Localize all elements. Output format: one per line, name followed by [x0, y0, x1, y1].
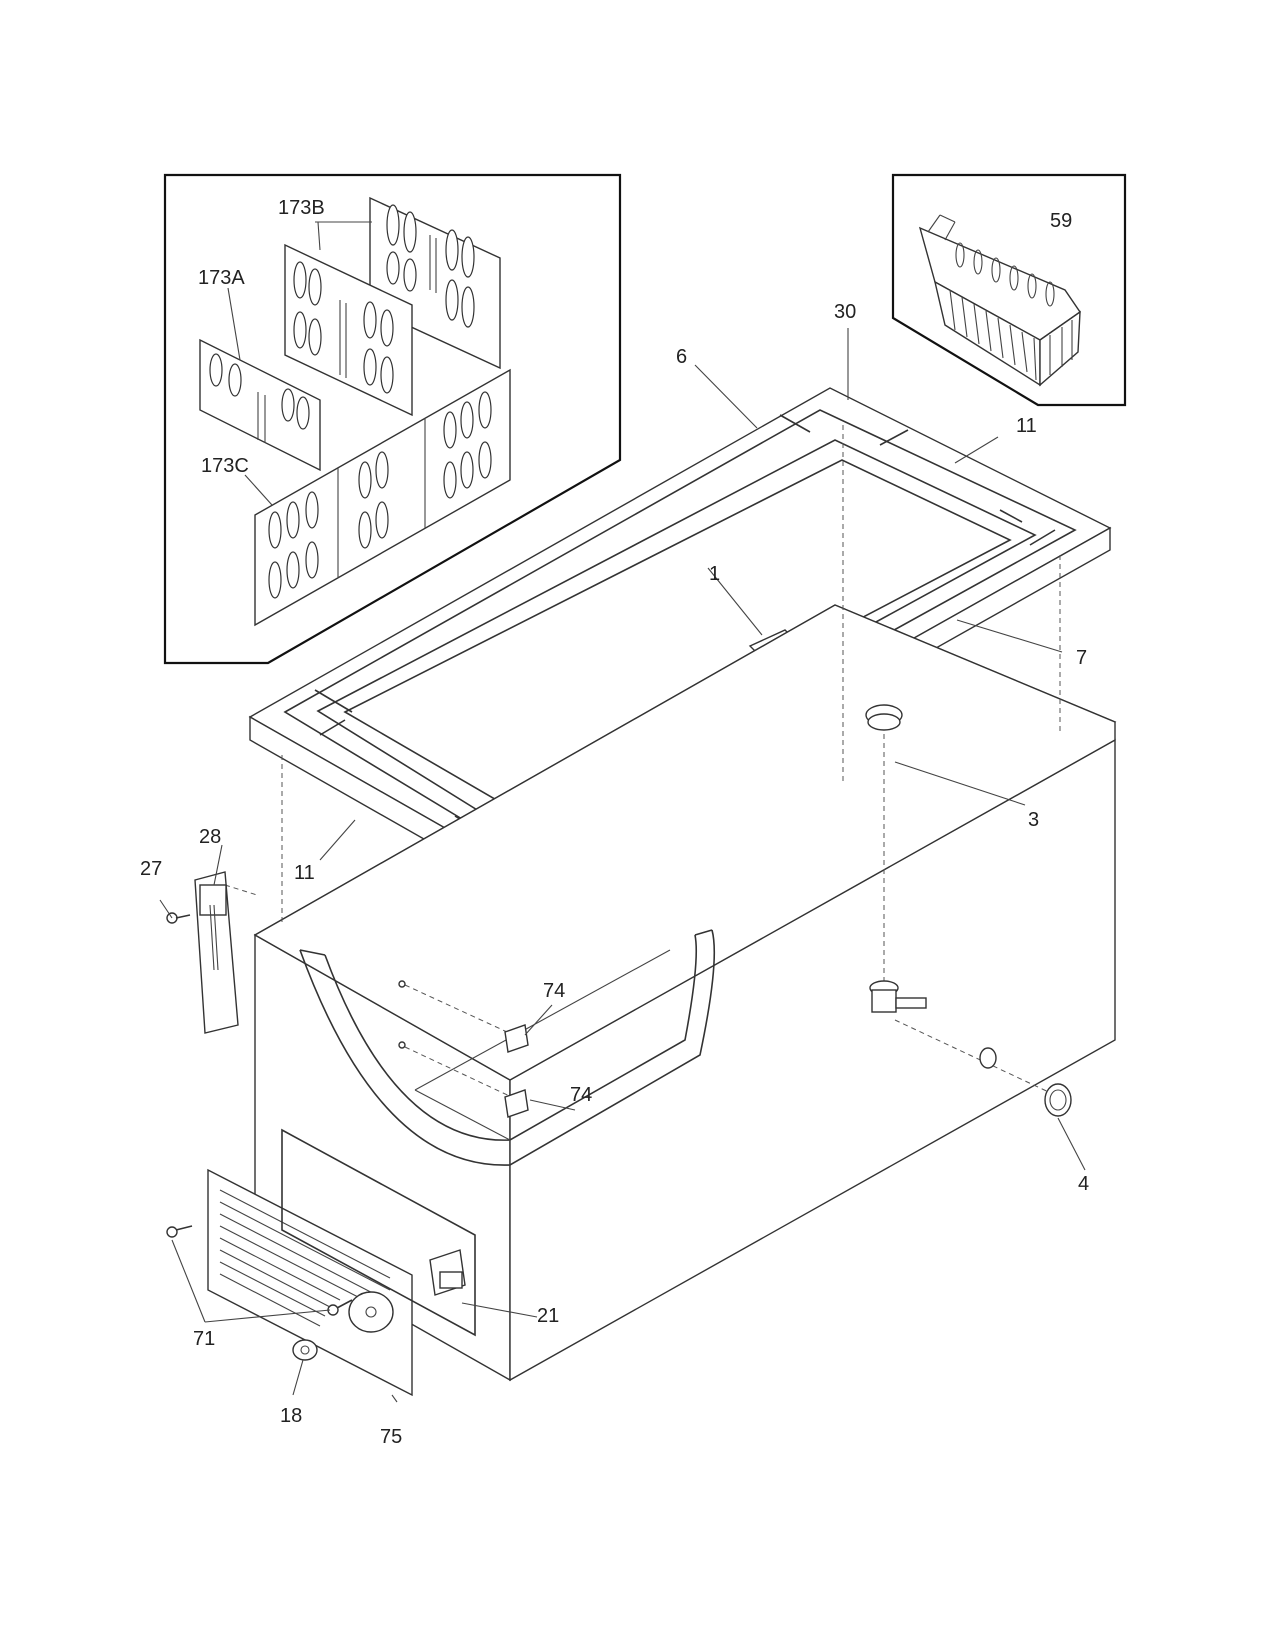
label-11-top: 11 [1016, 415, 1037, 437]
basket-59 [918, 214, 1081, 387]
label-71: 71 [193, 1328, 215, 1350]
grille-75 [207, 1168, 413, 1397]
divider-173b-front [284, 243, 413, 417]
label-59: 59 [1050, 210, 1072, 232]
drain-washer [979, 1047, 997, 1069]
switch-21 [429, 1249, 466, 1296]
back-panel [281, 1128, 476, 1337]
drain-cap-4 [1044, 1083, 1072, 1117]
label-173c: 173C [201, 455, 249, 477]
label-28: 28 [199, 826, 221, 848]
divider-173b-rear [369, 196, 501, 370]
label-21: 21 [537, 1305, 559, 1327]
label-173a: 173A [198, 267, 245, 289]
drain-plug-3 [865, 704, 903, 731]
divider-173a [199, 338, 321, 472]
label-6: 6 [676, 346, 687, 368]
label-4: 4 [1078, 1173, 1089, 1195]
label-7: 7 [1076, 647, 1087, 669]
basket-inset [891, 173, 1127, 407]
screw-27 [166, 912, 191, 924]
label-27: 27 [140, 858, 162, 880]
drain-fitting [869, 980, 927, 1013]
label-1: 1 [709, 563, 720, 585]
label-74-upper: 74 [543, 980, 565, 1002]
divider-inset [163, 173, 622, 665]
knob-18 [292, 1339, 318, 1361]
hinge-28 [194, 871, 239, 1034]
label-30: 30 [834, 301, 856, 323]
clips-74 [398, 980, 529, 1118]
label-75: 75 [380, 1426, 402, 1448]
label-173b: 173B [278, 197, 325, 219]
part-labels: 173B 173A 173C 59 30 6 11 1 7 3 28 27 11… [140, 197, 1089, 1448]
leader-lines [159, 328, 1086, 1403]
divider-173c [254, 368, 511, 627]
label-18: 18 [280, 1405, 302, 1427]
label-11-bottom: 11 [294, 862, 315, 884]
label-74-lower: 74 [570, 1084, 592, 1106]
label-3: 3 [1028, 809, 1039, 831]
